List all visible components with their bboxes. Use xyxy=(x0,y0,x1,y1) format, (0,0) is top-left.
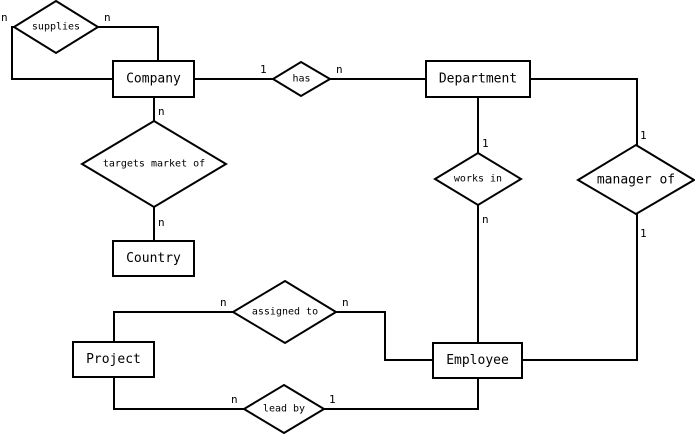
cardinality-has-company: 1 xyxy=(260,63,267,76)
entity-employee[interactable]: Employee xyxy=(432,342,523,379)
cardinality-targets-company: n xyxy=(158,105,165,118)
entity-project-label: Project xyxy=(86,352,141,367)
cardinality-supplies-left: n xyxy=(1,11,8,24)
cardinality-has-department: n xyxy=(336,63,343,76)
link-supplies-right xyxy=(98,26,159,61)
relationship-works-in[interactable]: works in xyxy=(433,151,523,207)
entity-country[interactable]: Country xyxy=(112,240,195,277)
link-lead-by-employee xyxy=(324,378,479,410)
entity-company-label: Company xyxy=(126,72,181,87)
relationship-manager-of[interactable]: manager of xyxy=(576,143,695,216)
relationship-manager-of-label: manager of xyxy=(597,173,675,188)
entity-country-label: Country xyxy=(126,251,181,266)
relationship-assigned-to-label: assigned to xyxy=(252,307,318,318)
cardinality-lead-by-employee: 1 xyxy=(329,393,336,406)
relationship-assigned-to[interactable]: assigned to xyxy=(231,279,338,345)
cardinality-assigned-to-employee: n xyxy=(342,296,349,309)
link-assigned-to-employee xyxy=(336,311,433,361)
relationship-lead-by-label: lead by xyxy=(263,404,305,415)
relationship-supplies[interactable]: supplies xyxy=(12,0,100,55)
link-manager-of-employee xyxy=(522,214,638,361)
link-department-manager-of xyxy=(530,78,638,145)
entity-project[interactable]: Project xyxy=(72,341,155,378)
relationship-targets-market-of[interactable]: targets market of xyxy=(80,119,228,209)
relationship-targets-market-of-label: targets market of xyxy=(103,159,205,170)
cardinality-manager-of-department: 1 xyxy=(640,129,647,142)
relationship-has[interactable]: has xyxy=(271,60,332,98)
entity-employee-label: Employee xyxy=(446,353,509,368)
entity-department-label: Department xyxy=(439,72,517,87)
cardinality-manager-of-employee: 1 xyxy=(640,227,647,240)
cardinality-assigned-to-project: n xyxy=(220,296,227,309)
relationship-supplies-label: supplies xyxy=(32,22,80,33)
relationship-works-in-label: works in xyxy=(454,174,502,185)
cardinality-supplies-right: n xyxy=(104,11,111,24)
link-project-lead-by xyxy=(113,377,244,410)
relationship-lead-by[interactable]: lead by xyxy=(242,383,326,434)
cardinality-works-in-employee: n xyxy=(482,213,489,226)
cardinality-works-in-department: 1 xyxy=(482,137,489,150)
cardinality-lead-by-project: n xyxy=(231,393,238,406)
entity-department[interactable]: Department xyxy=(425,60,531,98)
connector-lines xyxy=(11,26,638,410)
cardinality-targets-country: n xyxy=(158,216,165,229)
relationship-has-label: has xyxy=(292,74,310,85)
link-project-assigned-to xyxy=(113,311,233,342)
cardinality-labels: n n 1 n n n 1 n 1 1 n n n 1 xyxy=(1,11,647,406)
entity-company[interactable]: Company xyxy=(112,60,195,98)
